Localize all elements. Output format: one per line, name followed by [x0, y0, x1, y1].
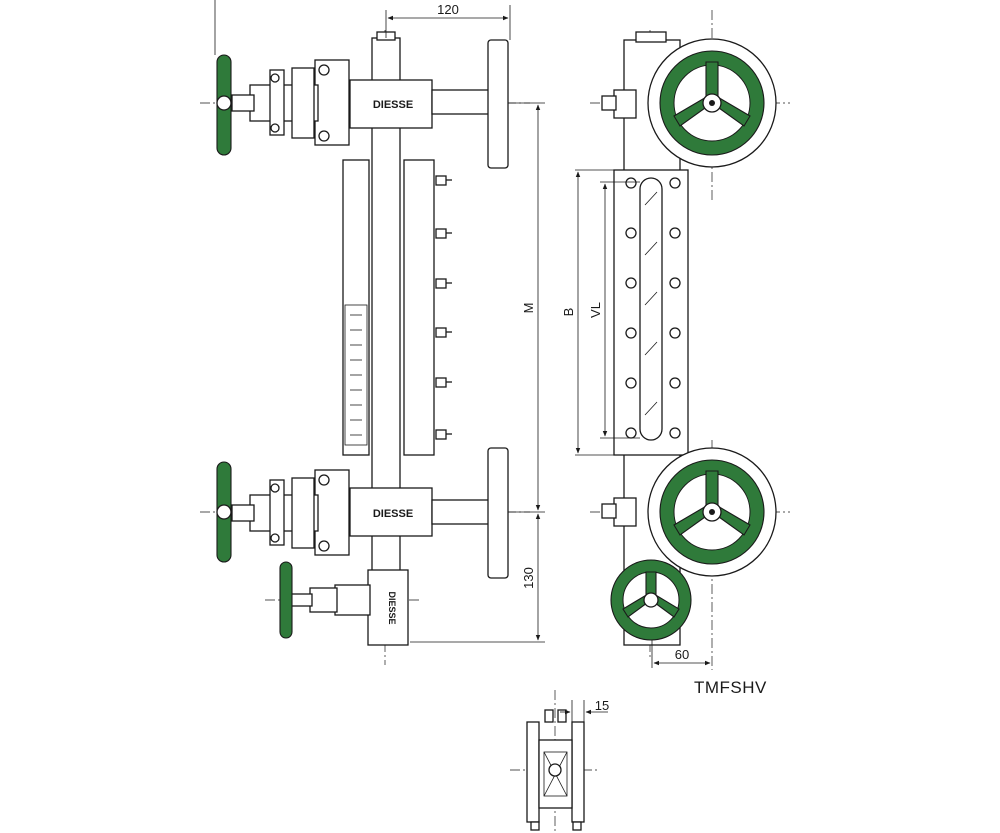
dimension-label-m: M: [521, 303, 536, 314]
drain-valve-assembly: [279, 561, 409, 646]
bottom-brand-label: DIESSE: [373, 508, 413, 520]
side-drain-valve: [610, 559, 692, 641]
drain-bonnet: [334, 584, 371, 616]
drain-stem: [289, 593, 313, 607]
side-glass-window: [639, 177, 663, 441]
bottom-valve-block: [349, 487, 433, 537]
top-brand-label: DIESSE: [373, 99, 413, 111]
bottom-valve-assembly: [216, 447, 509, 579]
dimension-label-130: 130: [521, 567, 536, 589]
drain-body: [367, 569, 409, 646]
side-bottom-valve: [601, 447, 777, 577]
bottom-yoke: [291, 477, 315, 549]
drain-nut: [309, 587, 338, 613]
dimension-label-vl: VL: [588, 302, 603, 318]
side-top-plug: [635, 31, 667, 43]
drain-brand-label: DIESSE: [387, 591, 397, 624]
section-left-plate: [526, 721, 540, 823]
top-nozzle: [431, 89, 491, 115]
top-valve-assembly: [216, 39, 509, 169]
top-valve-block: [349, 79, 433, 129]
bottom-gland: [269, 479, 285, 546]
front-view: DIESSE DIESSE DIESSE 120 M 130: [200, 0, 545, 665]
bottom-nozzle: [431, 499, 491, 525]
dimension-label-b: B: [561, 308, 576, 317]
bottom-stem: [231, 504, 255, 522]
drain-handwheel-front: [279, 561, 293, 639]
section-right-plate: [571, 721, 585, 823]
nameplate: [344, 304, 368, 446]
model-code-label: TMFSHV: [694, 678, 767, 697]
section-view: 15: [510, 690, 609, 833]
right-cover-plate: [403, 159, 435, 456]
dimension-label-60: 60: [675, 647, 689, 662]
side-view: B VL 60: [561, 10, 790, 670]
top-flange: [487, 39, 509, 169]
glass-reflection-marks: [644, 191, 658, 416]
top-yoke: [291, 67, 315, 139]
top-stem: [231, 94, 255, 112]
dimension-label-15: 15: [595, 698, 609, 713]
top-gland: [269, 69, 285, 136]
bottom-flange: [487, 447, 509, 579]
side-top-valve: [601, 38, 777, 168]
cover-plate-bolts: [435, 175, 452, 440]
left-cover-plate: [342, 159, 370, 456]
nameplate-text-lines: [350, 314, 362, 436]
dimension-label-120: 120: [437, 2, 459, 17]
